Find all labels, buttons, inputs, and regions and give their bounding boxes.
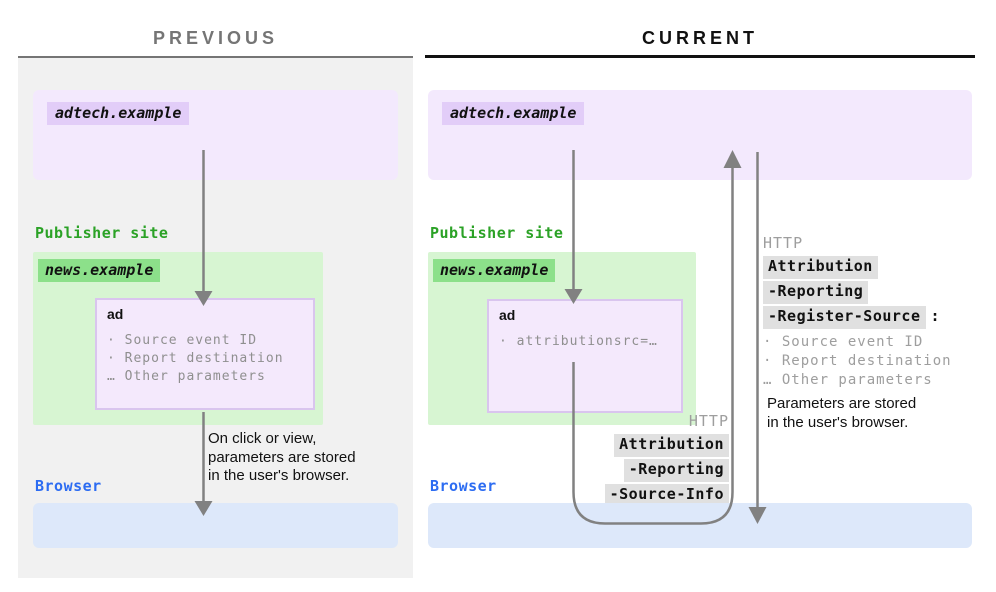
current-ad-parameters: · attributionsrc=… — [499, 334, 658, 349]
current-adtech-label: adtech.example — [442, 102, 585, 125]
previous-ad-box: ad · Source event ID · Report destinatio… — [95, 298, 315, 410]
request-http-label: HTTP — [763, 234, 804, 252]
request-header-chip-row: Attribution — [763, 254, 952, 279]
previous-adtech-label: adtech.example — [47, 102, 190, 125]
source-info-header-block: HTTP Attribution -Reporting -Source-Info — [604, 411, 729, 507]
current-publisher-site-label: Publisher site — [430, 224, 564, 242]
previous-publisher-site-label: Publisher site — [35, 224, 169, 242]
register-source-header-block: HTTP Attribution -Reporting -Register-So… — [763, 233, 952, 390]
current-browser-box — [428, 503, 972, 548]
response-http-label: HTTP — [688, 412, 729, 430]
previous-ad-parameters: · Source event ID · Report destination …… — [107, 333, 284, 384]
previous-panel-title: PREVIOUS — [152, 28, 279, 48]
current-note: Parameters are stored in the user's brow… — [767, 395, 917, 431]
request-header-chip: -Register-Source — [763, 306, 926, 329]
response-header-chip-row: Attribution — [605, 432, 729, 457]
request-header-chip: -Reporting — [763, 281, 869, 304]
request-header-colon: : — [930, 307, 940, 325]
current-adtech-box: adtech.example — [428, 90, 972, 180]
request-header-chip-row: -Reporting — [763, 279, 952, 304]
current-title-underline — [425, 55, 975, 58]
response-header-chip: -Reporting — [623, 459, 729, 482]
current-news-label: news.example — [433, 259, 556, 282]
request-header-chip-row: -Register-Source: — [763, 304, 952, 329]
previous-browser-box — [33, 503, 398, 548]
request-header-chip: Attribution — [763, 256, 878, 279]
response-header-chip-row: -Reporting — [605, 457, 729, 482]
previous-ad-title: ad — [107, 306, 124, 322]
current-panel-title: CURRENT — [642, 28, 758, 48]
previous-note: On click or view, parameters are stored … — [208, 430, 356, 484]
current-ad-title: ad — [499, 307, 516, 323]
previous-adtech-box: adtech.example — [33, 90, 398, 180]
current-browser-label: Browser — [430, 477, 497, 495]
previous-news-label: news.example — [38, 259, 161, 282]
request-header-parameters: · Source event ID · Report destination …… — [763, 334, 952, 388]
previous-title-underline — [18, 56, 413, 58]
previous-browser-label: Browser — [35, 477, 102, 495]
response-header-chip: Attribution — [614, 434, 729, 457]
current-ad-box: ad · attributionsrc=… — [487, 299, 683, 413]
